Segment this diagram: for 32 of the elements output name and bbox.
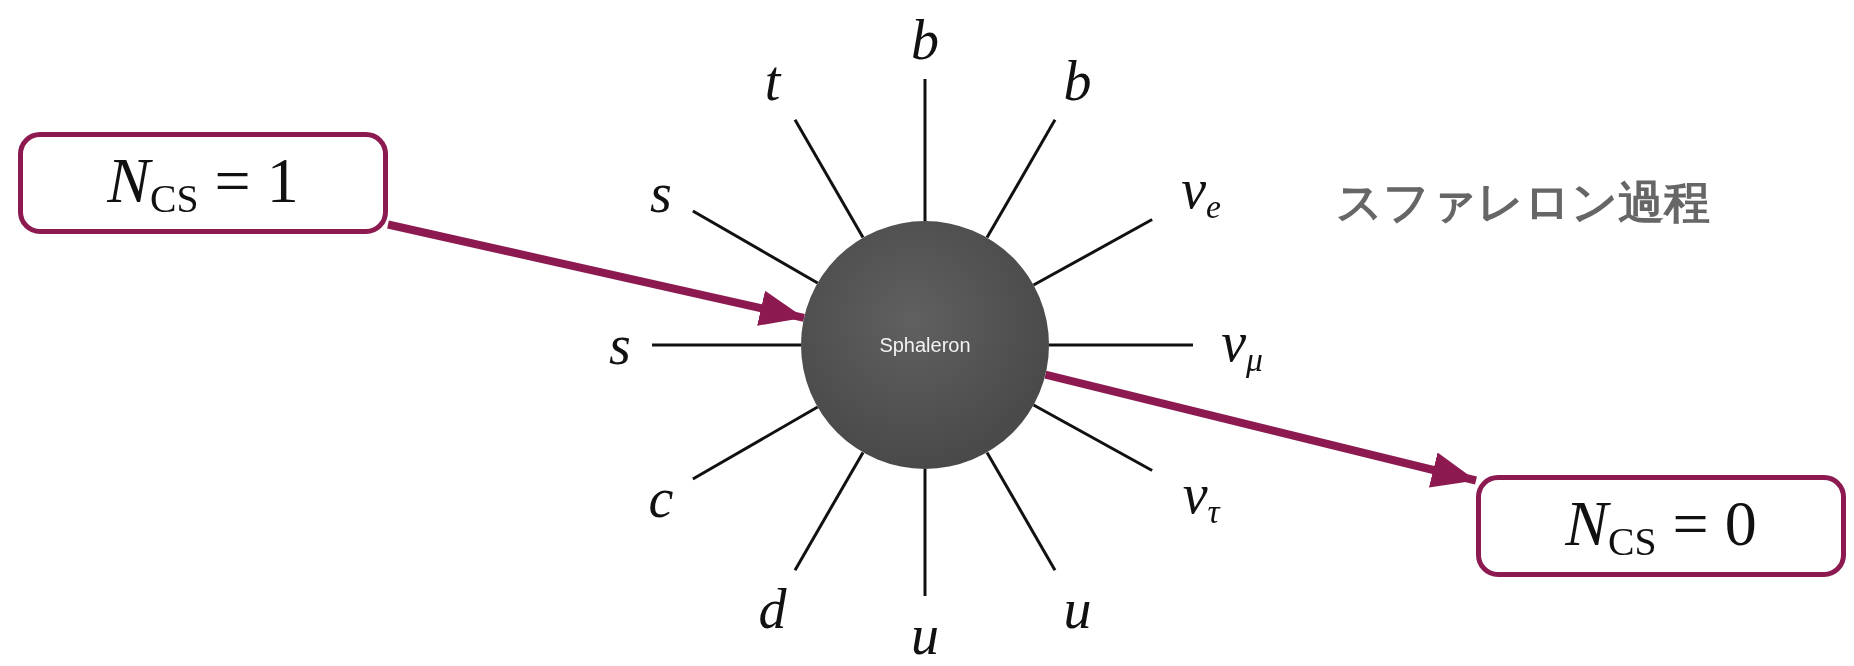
line xyxy=(793,451,865,571)
particle-label: s xyxy=(609,317,631,373)
particle-label: u xyxy=(911,607,939,663)
line xyxy=(692,209,819,285)
line xyxy=(1032,218,1153,287)
particle-label: c xyxy=(648,469,674,526)
line xyxy=(1032,403,1153,472)
particle-label: t xyxy=(764,52,781,109)
line xyxy=(692,405,819,481)
line xyxy=(652,343,801,347)
state-box xyxy=(1476,475,1846,577)
equation: N$_{CS}$ = 1 xyxy=(107,144,299,222)
particle-label: ν$_{e}$ xyxy=(1181,161,1221,224)
particle-label: ν$_{τ}$ xyxy=(1182,466,1220,529)
particle-label: d xyxy=(758,581,787,638)
line xyxy=(1049,343,1193,347)
particle-label: s xyxy=(649,164,672,221)
line xyxy=(985,451,1057,571)
line xyxy=(923,469,927,596)
line xyxy=(985,119,1057,239)
particle-label: ν$_{μ}$ xyxy=(1221,313,1263,377)
particle-label: b xyxy=(1063,52,1092,109)
circle-label: Sphaleron xyxy=(879,333,971,357)
line xyxy=(923,79,927,221)
state-box xyxy=(18,132,388,234)
particle-label: b xyxy=(911,12,939,68)
arrow xyxy=(387,220,805,326)
line xyxy=(793,119,865,239)
equation: N$_{CS}$ = 0 xyxy=(1565,487,1757,565)
particle-label: u xyxy=(1063,581,1092,638)
title-text: スファレロン過程 xyxy=(1336,174,1710,231)
arrow xyxy=(1044,370,1477,488)
